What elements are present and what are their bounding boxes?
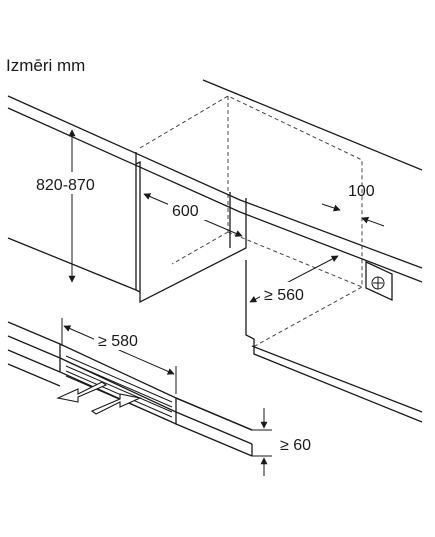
depth-gap-label: 100 (348, 183, 375, 200)
height-label: 820-870 (36, 177, 95, 194)
depth-label: ≥ 560 (264, 287, 304, 304)
width-dimension: 600 (143, 193, 243, 237)
vent-width-label: ≥ 580 (98, 333, 138, 350)
depth-gap-dimension: 100 (321, 183, 385, 227)
airflow-out-arrow (56, 381, 108, 403)
vent-width-dimension: ≥ 580 (61, 318, 177, 394)
height-dimension: 820-870 (32, 129, 112, 283)
electrical-socket-icon (365, 260, 393, 302)
page-title: Izmēri mm (6, 56, 86, 75)
cabinet-worktop (7, 79, 423, 423)
airflow-in-arrow (90, 393, 142, 415)
appliance-outline (139, 95, 363, 348)
depth-dimension: ≥ 560 (249, 255, 339, 304)
vent-height-label: ≥ 60 (280, 437, 311, 454)
width-label: 600 (172, 203, 199, 220)
vent-height-dimension: ≥ 60 (252, 408, 311, 476)
